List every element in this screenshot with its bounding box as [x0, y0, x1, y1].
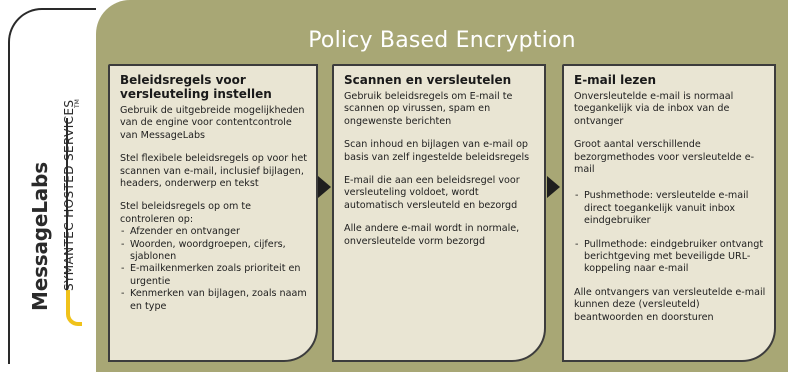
flow-arrow-icon: [547, 176, 560, 198]
criteria-list: Afzender en ontvanger Woorden, woordgroe…: [120, 226, 308, 313]
step-paragraph: Gebruik beleidsregels om E-mail te scann…: [344, 91, 513, 127]
brand-services-text: SYMANTEC HOSTED SERVICES: [62, 99, 76, 291]
step-heading: Beleidsregels voor versleuteling instell…: [120, 73, 272, 101]
step-paragraph: Stel beleidsregels op om te controleren …: [120, 201, 252, 225]
brand-logo-text: MessageLabs: [28, 162, 52, 311]
brand-trademark: TM: [74, 99, 81, 108]
step-paragraph: Stel flexibele beleidsregels op voor het…: [120, 153, 308, 190]
step-heading: E-mail lezen: [574, 73, 657, 87]
step-paragraph: Scan inhoud en bijlagen van e-mail op ba…: [344, 139, 530, 163]
step-paragraph: E-mail die aan een beleidsregel voor ver…: [344, 175, 520, 211]
step-box-read-email: E-mail lezen Onversleutelde e-mail is no…: [562, 64, 776, 362]
list-item: Kenmerken van bijlagen, zoals naam en ty…: [120, 288, 308, 313]
step-paragraph: Gebruik de uitgebreide mogelijkheden van…: [120, 105, 305, 141]
brand-band: [0, 0, 96, 372]
step-paragraph: Alle andere e-mail wordt in normale, onv…: [344, 223, 520, 247]
list-item: Pushmethode: versleutelde e-mail direct …: [574, 190, 766, 227]
step-paragraph: Onversleutelde e-mail is normaal toegank…: [574, 91, 734, 127]
list-item: Pullmethode: eindgebruiker ontvangt beri…: [574, 239, 766, 276]
list-item: Woorden, woordgroepen, cijfers, sjablone…: [120, 239, 308, 264]
brand-frame: [8, 8, 96, 364]
step-paragraph: Alle ontvangers van versleutelde e-mail …: [574, 286, 766, 323]
step-box-policies: Beleidsregels voor versleuteling instell…: [108, 64, 318, 362]
list-item: Afzender en ontvanger: [120, 226, 308, 239]
page-title: Policy Based Encryption: [308, 28, 576, 53]
brand-accent-hook: [66, 290, 82, 326]
flow-arrow-icon: [318, 176, 331, 198]
brand-logo-area: MessageLabs SYMANTEC HOSTED SERVICES TM: [0, 0, 96, 372]
brand-divider: [66, 118, 68, 290]
step-paragraph: Groot aantal verschillende bezorgmethode…: [574, 139, 755, 176]
step-box-scan-encrypt: Scannen en versleutelen Gebruik beleidsr…: [332, 64, 546, 362]
step-heading: Scannen en versleutelen: [344, 73, 512, 87]
list-item: E-mailkenmerken zoals prioriteit en urge…: [120, 263, 308, 288]
delivery-method-list: Pushmethode: versleutelde e-mail direct …: [574, 190, 766, 275]
